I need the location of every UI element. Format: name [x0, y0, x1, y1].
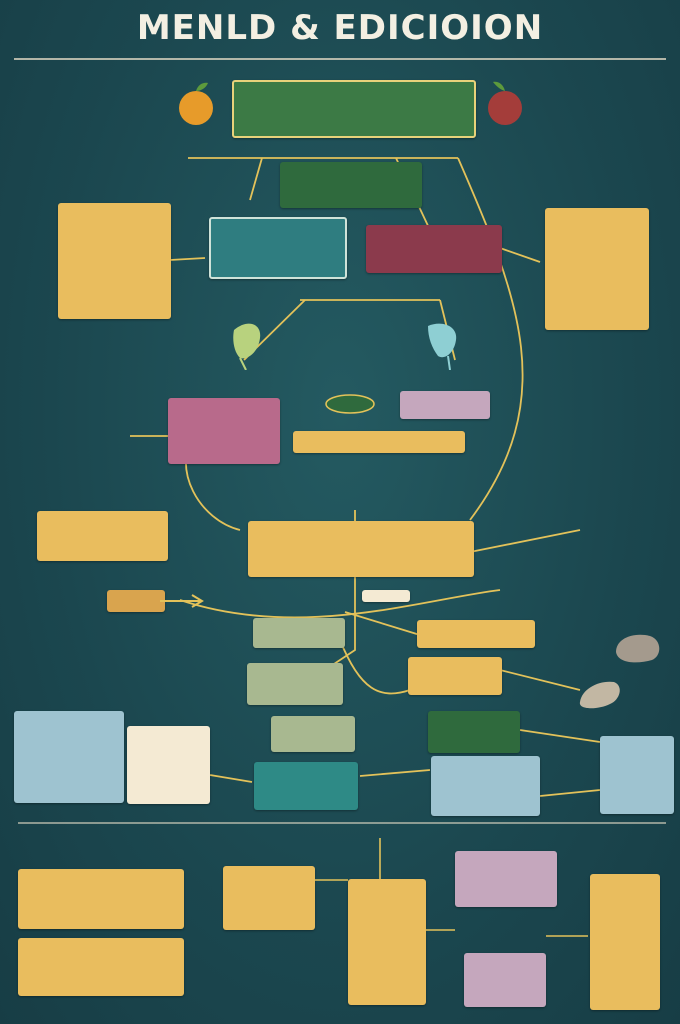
section-divider — [18, 822, 666, 824]
sage-box-2 — [247, 663, 343, 705]
cream-box-left — [127, 726, 210, 804]
connector-line — [499, 669, 581, 691]
bottom-left-box-2 — [18, 938, 184, 996]
ribbon-icon — [325, 394, 375, 414]
teal-box-bottom — [254, 762, 358, 810]
arrow-icon — [160, 594, 204, 608]
sage-box-1 — [253, 618, 345, 648]
connector-line — [339, 639, 411, 695]
teal-leaf-icon — [428, 323, 457, 370]
green-leaf-icon — [233, 323, 261, 370]
center-banner-large — [248, 521, 474, 577]
orange-fruit-icon — [179, 82, 213, 125]
connector-line — [169, 257, 206, 261]
connector-line — [344, 611, 421, 636]
connector-line — [209, 774, 253, 783]
green-box-small — [428, 711, 520, 753]
bottom-center-box-2 — [348, 879, 426, 1005]
left-note-2 — [37, 511, 168, 561]
connector-line — [457, 157, 524, 521]
blue-box-right — [600, 736, 674, 814]
connector-line — [519, 729, 601, 743]
maroon-box — [366, 225, 502, 273]
apple-fruit-icon — [488, 81, 522, 125]
connector-line — [539, 789, 601, 797]
title-divider — [14, 58, 666, 60]
pink-box-left — [168, 398, 280, 464]
blue-box-center — [431, 756, 540, 816]
center-green-box — [280, 162, 422, 208]
connector-line — [179, 589, 501, 619]
small-tag — [362, 590, 410, 602]
bottom-left-box-1 — [18, 869, 184, 929]
bottom-center-box-1 — [223, 866, 315, 930]
page-title: MENLD & EDICIOION — [136, 8, 544, 48]
pink-box-right — [400, 391, 490, 419]
connector-line — [359, 769, 431, 777]
connector-line — [469, 529, 581, 553]
bottom-pink-box-1 — [455, 851, 557, 907]
stone-icon — [579, 681, 620, 709]
right-note-1 — [545, 208, 649, 330]
stone-icon — [616, 634, 660, 663]
bottom-right-box — [590, 874, 660, 1010]
left-note-1 — [58, 203, 171, 319]
teal-box — [209, 217, 347, 279]
arrow-tag — [107, 590, 165, 612]
right-yellow-1 — [417, 620, 535, 648]
bottom-pink-box-2 — [464, 953, 546, 1007]
sage-box-3 — [271, 716, 355, 752]
connector-line — [499, 247, 541, 263]
blue-box-left — [14, 711, 124, 803]
connector-line — [249, 157, 263, 201]
top-center-box — [232, 80, 476, 138]
right-yellow-2 — [408, 657, 502, 695]
center-banner — [293, 431, 465, 453]
